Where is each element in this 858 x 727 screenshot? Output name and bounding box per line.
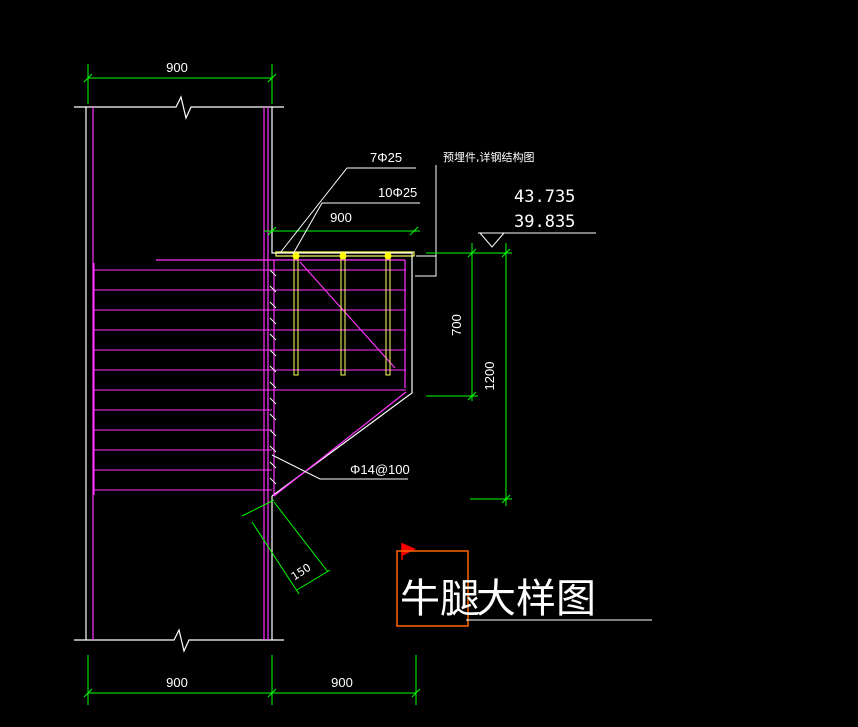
face-tick bbox=[269, 365, 277, 373]
corbel-depth-label: 700 bbox=[449, 314, 464, 336]
face-tick bbox=[269, 285, 277, 293]
face-tick bbox=[269, 429, 277, 437]
column-outline bbox=[74, 95, 415, 653]
face-tick bbox=[269, 317, 277, 325]
title-selected-text[interactable]: 牛腿 bbox=[400, 576, 480, 622]
top-dimension-label: 900 bbox=[166, 60, 188, 75]
corbel-main-bars bbox=[156, 259, 407, 497]
face-tick bbox=[269, 349, 277, 357]
corbel-face-ticks bbox=[269, 269, 277, 485]
elevation-symbol bbox=[478, 232, 596, 248]
face-tick bbox=[269, 333, 277, 341]
column-vertical-rebar bbox=[92, 107, 269, 640]
corbel-length-label: 900 bbox=[330, 210, 352, 225]
face-tick bbox=[269, 477, 277, 485]
bottom-right-dimension-label: 900 bbox=[331, 675, 353, 690]
elevation-upper: 43.735 bbox=[514, 187, 575, 207]
elevation-lower: 39.835 bbox=[514, 212, 575, 232]
face-tick bbox=[269, 269, 277, 277]
title-rest-text: 大样图 bbox=[476, 576, 596, 622]
corbel-anchor-bars bbox=[94, 269, 406, 491]
face-tick bbox=[269, 381, 277, 389]
face-tick bbox=[269, 413, 277, 421]
bottom-dimensions bbox=[83, 655, 421, 705]
label-stirrup-phi-14: Φ14@100 bbox=[350, 462, 410, 477]
corbel-depth-dimension bbox=[426, 243, 478, 401]
edge-150-dimension bbox=[241, 499, 331, 595]
face-tick bbox=[269, 461, 277, 469]
rebar-leaders bbox=[271, 165, 437, 480]
top-bar-dots bbox=[292, 252, 392, 260]
bottom-left-dimension-label: 900 bbox=[166, 675, 188, 690]
face-tick bbox=[269, 445, 277, 453]
title-selection-box[interactable] bbox=[396, 550, 469, 627]
corbel-length-dimension bbox=[264, 226, 420, 236]
label-10-phi-25: 10Φ25 bbox=[378, 185, 417, 200]
total-depth-label: 1200 bbox=[482, 362, 497, 391]
face-tick bbox=[269, 301, 277, 309]
total-depth-dimension bbox=[470, 243, 512, 506]
face-tick bbox=[269, 397, 277, 405]
label-7-phi-25: 7Φ25 bbox=[370, 150, 402, 165]
top-dimension bbox=[83, 64, 277, 104]
label-embedded-plate-note: 预埋件,详钢结构图 bbox=[443, 150, 535, 164]
